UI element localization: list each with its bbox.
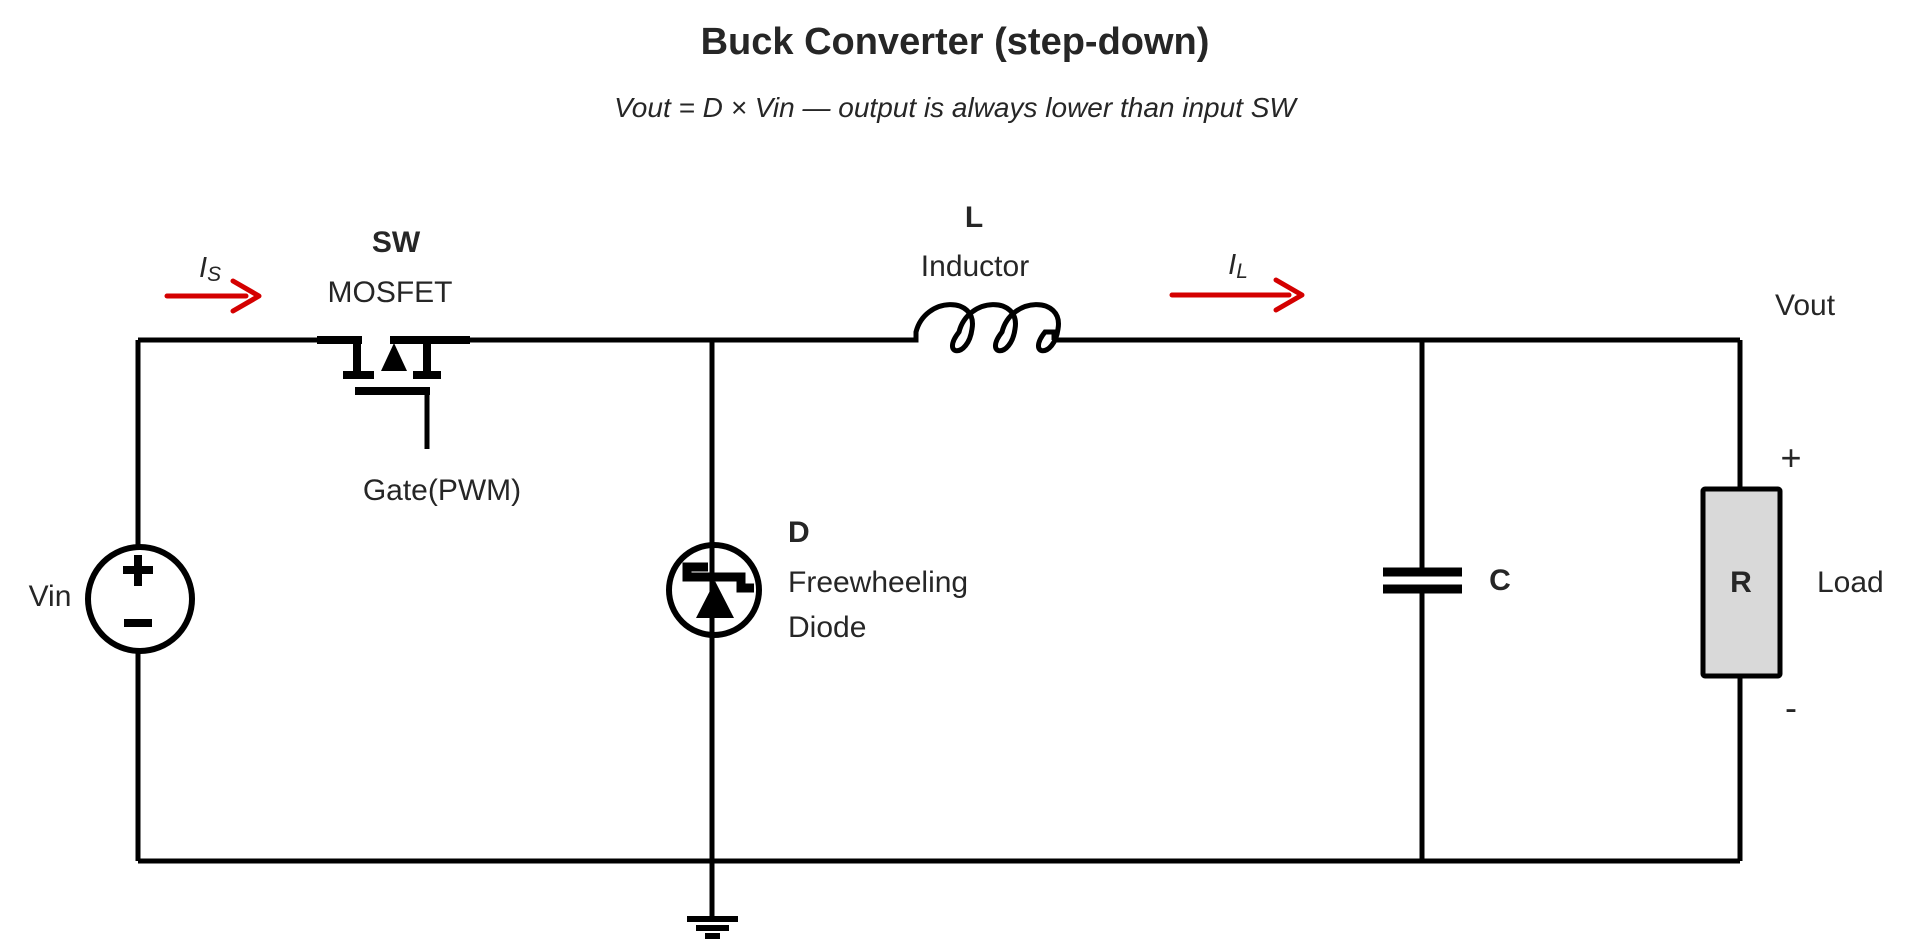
diode-icon: [666, 542, 762, 638]
gate-pwm-label: Gate(PWM): [362, 474, 522, 507]
current-is-symbol: I: [199, 252, 208, 285]
page-subtitle: Vout = D × Vin — output is always lower …: [614, 92, 1296, 123]
page-title: Buck Converter (step-down): [700, 21, 1210, 63]
capacitor-icon: [1383, 567, 1462, 594]
switch-name-label: SW: [371, 226, 421, 259]
mosfet-icon: [317, 336, 470, 395]
ground-icon: [687, 916, 738, 939]
diode-desc-line1: Freewheeling: [788, 566, 969, 599]
inductor-name-label: L: [964, 201, 984, 234]
voltage-source-icon: [85, 544, 195, 654]
current-is-label: IS: [199, 254, 221, 286]
vin-label: Vin: [28, 580, 72, 613]
current-il-symbol: I: [1228, 249, 1237, 282]
diode-desc-line2: Diode: [788, 611, 867, 644]
diode-name-label: D: [788, 516, 810, 549]
resistor-icon: [1700, 486, 1783, 679]
load-minus-label: -: [1785, 687, 1797, 728]
wires: [135, 337, 1743, 916]
inductor-coil-icon: [905, 302, 1061, 354]
load-plus-label: +: [1780, 437, 1802, 478]
current-arrow-is-icon: [164, 278, 262, 314]
current-is-subscript: S: [207, 262, 221, 286]
current-il-label: IL: [1228, 251, 1248, 283]
resistor-name-label: R: [1730, 566, 1752, 599]
switch-type-label: MOSFET: [327, 276, 453, 309]
vout-label: Vout: [1774, 289, 1836, 322]
load-label: Load: [1817, 566, 1884, 599]
capacitor-name-label: C: [1489, 564, 1511, 597]
current-arrow-il-icon: [1169, 277, 1305, 313]
current-il-subscript: L: [1236, 259, 1248, 283]
inductor-type-label: Inductor: [920, 250, 1030, 283]
